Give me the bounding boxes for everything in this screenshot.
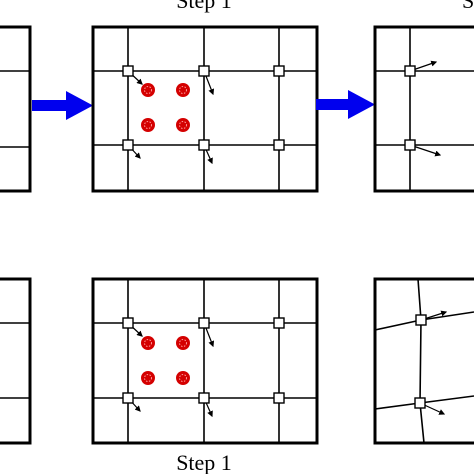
node [198, 139, 210, 151]
top-left-panel [0, 25, 32, 193]
top-flow-arrow-1 [32, 91, 93, 120]
top-step2-label-clipped: St [462, 0, 474, 13]
bottom-right-panel [373, 277, 474, 445]
top-flow-arrow-2 [316, 90, 375, 119]
node [273, 317, 285, 329]
bottom-middle-panel [91, 277, 319, 445]
top-row: Step 1 St [0, 0, 474, 193]
particle [176, 336, 190, 350]
node [198, 65, 210, 77]
bottom-step1-label: Step 1 [176, 450, 232, 474]
node [404, 65, 416, 77]
particle [141, 371, 155, 385]
particle [141, 118, 155, 132]
node [198, 317, 210, 329]
node [273, 392, 285, 404]
particle [176, 83, 190, 97]
top-step1-label: Step 1 [176, 0, 232, 13]
node [122, 65, 134, 77]
node [404, 139, 416, 151]
bottom-left-panel [0, 277, 32, 445]
node [273, 139, 285, 151]
top-middle-panel [91, 25, 319, 193]
node [273, 65, 285, 77]
particle [176, 118, 190, 132]
top-right-panel [373, 25, 474, 193]
particle [141, 336, 155, 350]
node [415, 314, 427, 326]
particle [176, 371, 190, 385]
node [122, 392, 134, 404]
node [122, 317, 134, 329]
bottom-row: Step 1 [0, 277, 474, 474]
node [414, 397, 426, 409]
particle [141, 83, 155, 97]
node [122, 139, 134, 151]
node [198, 392, 210, 404]
